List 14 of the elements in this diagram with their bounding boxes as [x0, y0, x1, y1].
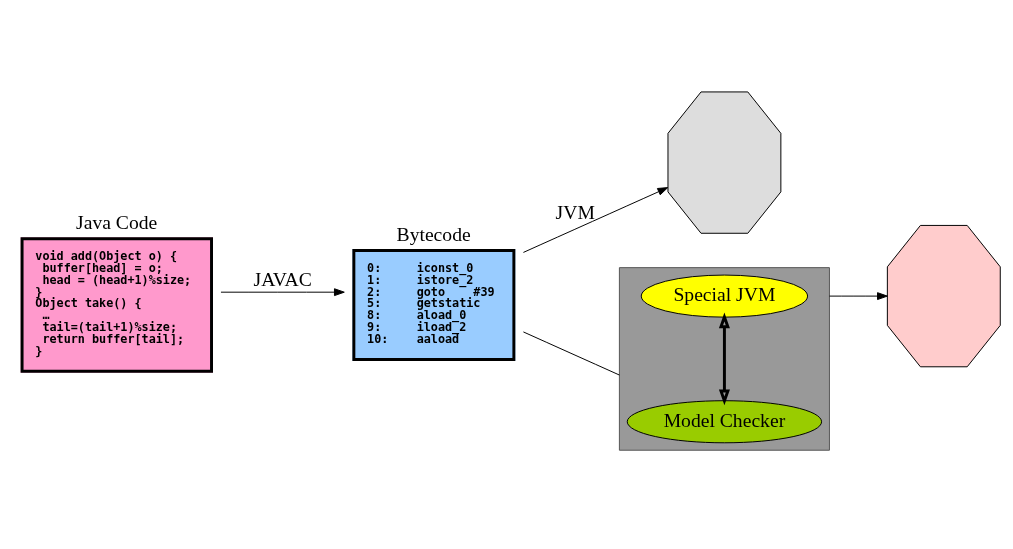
node-label: Java Code	[76, 211, 158, 233]
connector	[522, 330, 620, 376]
arrow	[522, 186, 669, 253]
picture	[667, 90, 782, 234]
arrow	[828, 291, 888, 300]
node-ellipse: Special JVM	[640, 274, 809, 318]
node-label: Bytecode	[396, 223, 471, 245]
edge-label: JVM	[555, 201, 595, 223]
arrow	[220, 287, 345, 296]
node-ellipse: Model Checker	[626, 399, 823, 443]
arrow	[718, 312, 730, 405]
cluster	[618, 266, 830, 451]
picture	[886, 224, 1001, 367]
edge-label: JAVAC	[253, 268, 312, 290]
